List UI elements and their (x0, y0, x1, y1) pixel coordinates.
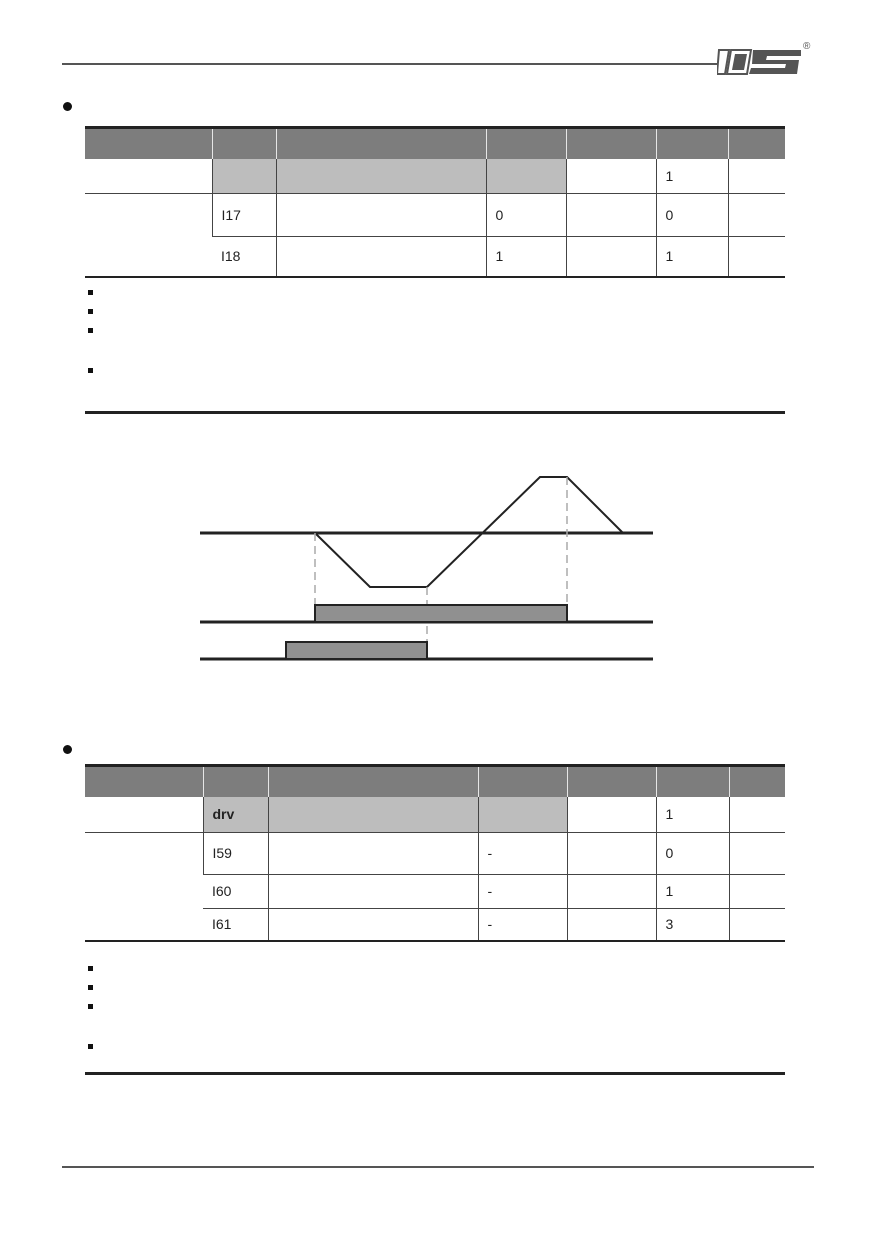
table-cell (267, 832, 478, 875)
table-cell (728, 797, 785, 833)
table-row: I60 - 1 (85, 874, 785, 909)
table-cell: drv (202, 797, 268, 833)
table-row: drv 1 (85, 797, 785, 833)
signal-pulse-2 (285, 641, 428, 660)
parameter-table-1: 1 I17 0 0 I18 1 1 (85, 126, 785, 278)
parameter-table-2: drv 1 I59 - 0 I60 - 1 I61 - 3 (85, 764, 785, 942)
table-header-row (85, 764, 785, 797)
table-cell: 1 (655, 874, 729, 909)
table-cell (477, 797, 567, 833)
header-cell (727, 126, 785, 159)
table-cell (85, 193, 212, 278)
table-cell: I61 (203, 908, 268, 942)
header-cell (477, 764, 567, 797)
table-cell: 1 (485, 236, 566, 278)
header-cell (655, 764, 729, 797)
table-row: I59 - 0 (85, 832, 785, 942)
header-cell (485, 126, 566, 159)
header-cell (566, 764, 656, 797)
table-cell (565, 159, 656, 194)
table-row: I18 1 1 (85, 236, 785, 278)
table-cell (566, 832, 656, 875)
table-cell: 1 (655, 797, 729, 833)
table-cell: I17 (211, 193, 276, 237)
header-cell (565, 126, 656, 159)
header-cell (267, 764, 478, 797)
table-cell: 0 (655, 193, 728, 237)
timing-diagram (200, 476, 653, 661)
table-cell (267, 908, 478, 942)
table-cell (85, 797, 203, 833)
table-row: 1 (85, 159, 785, 194)
table-cell (727, 159, 785, 194)
header-cell (728, 764, 785, 797)
table-cell (728, 908, 785, 942)
section-end-rule (85, 411, 785, 414)
header-cell (655, 126, 728, 159)
table-cell (727, 193, 785, 237)
table-row: I17 0 0 (85, 193, 785, 278)
note-bullet (88, 368, 93, 373)
table-cell: 3 (655, 908, 729, 942)
table-cell: - (477, 908, 567, 942)
table-cell (211, 159, 276, 194)
table-cell (85, 832, 203, 942)
table-cell (275, 193, 486, 237)
table-cell (267, 797, 478, 833)
note-bullet (88, 966, 93, 971)
table-cell: I59 (202, 832, 268, 875)
section-end-rule (85, 1072, 785, 1075)
table-cell (728, 832, 785, 875)
table-header-row (85, 126, 785, 159)
table-cell: I18 (212, 236, 276, 278)
header-rule (62, 63, 717, 65)
table-cell: 1 (655, 236, 728, 278)
table-cell (566, 908, 656, 942)
header-cell (275, 126, 486, 159)
signal-pulse-1 (314, 604, 568, 623)
table-cell (728, 874, 785, 909)
header-cell (211, 126, 276, 159)
note-bullet (88, 1004, 93, 1009)
note-bullet (88, 290, 93, 295)
table-row: I61 - 3 (85, 908, 785, 942)
table-cell (565, 193, 656, 237)
footer-rule (62, 1166, 814, 1168)
table-cell (566, 797, 656, 833)
table-cell: 0 (485, 193, 566, 237)
table-cell (565, 236, 656, 278)
table-cell (267, 874, 478, 909)
table-cell (275, 236, 486, 278)
note-bullet (88, 309, 93, 314)
note-bullet (88, 985, 93, 990)
header-cell (85, 126, 212, 159)
note-bullet (88, 328, 93, 333)
table-cell: - (477, 874, 567, 909)
table-cell (275, 159, 486, 194)
table-cell: 0 (655, 832, 729, 875)
header-cell (202, 764, 268, 797)
frequency-waveform (314, 476, 624, 588)
section-bullet (63, 745, 72, 754)
table-cell (85, 159, 212, 194)
note-bullet (88, 1044, 93, 1049)
section-bullet (63, 102, 72, 111)
table-cell: I60 (203, 874, 268, 909)
table-cell: 1 (655, 159, 728, 194)
registered-mark: ® (803, 41, 811, 52)
header-cell (85, 764, 203, 797)
table-cell (485, 159, 566, 194)
table-cell (566, 874, 656, 909)
table-cell (727, 236, 785, 278)
table-cell: - (477, 832, 567, 875)
company-logo (717, 49, 801, 75)
